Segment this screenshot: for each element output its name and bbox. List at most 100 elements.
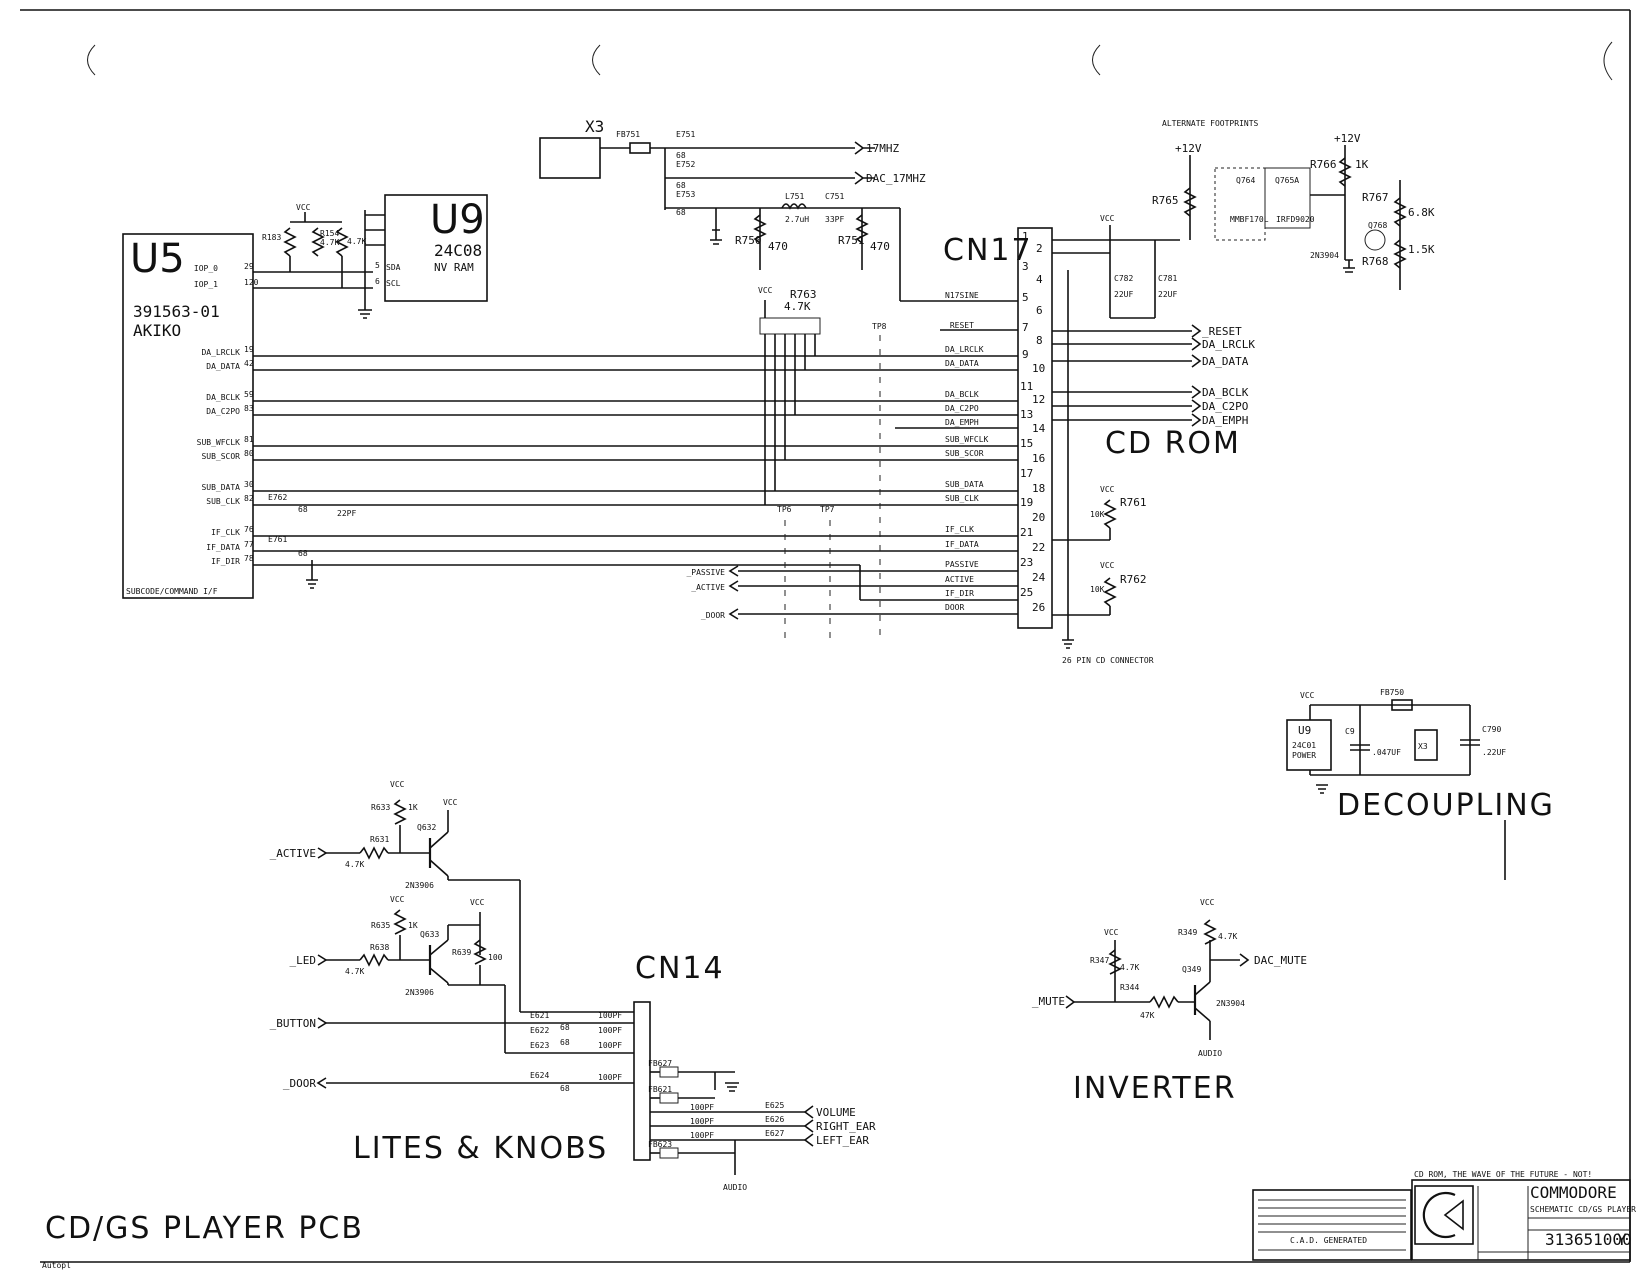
e753-label: E753 bbox=[676, 190, 695, 199]
u9-chip bbox=[384, 194, 488, 302]
cn17-title: CD ROM bbox=[1105, 426, 1241, 461]
svg-text:3: 3 bbox=[1022, 260, 1029, 273]
svg-text:24C01: 24C01 bbox=[1292, 741, 1316, 750]
out-dac-17mhz: DAC_17MHZ bbox=[866, 172, 926, 185]
r633-resistor bbox=[393, 799, 407, 825]
r762-resistor bbox=[1103, 577, 1117, 607]
l751-val: 2.7uH bbox=[785, 215, 809, 224]
svg-text:U9: U9 bbox=[1298, 724, 1311, 737]
title-block-main bbox=[1411, 1179, 1631, 1261]
svg-text:IF_DIR: IF_DIR bbox=[211, 557, 240, 566]
c782-label: C782 bbox=[1114, 274, 1133, 283]
svg-text:21: 21 bbox=[1020, 526, 1033, 539]
sig-da-c2po: DA_C2PO bbox=[945, 404, 979, 413]
svg-text:DA_C2PO: DA_C2PO bbox=[206, 407, 240, 416]
svg-text:22PF: 22PF bbox=[337, 509, 356, 518]
r638-label: R638 bbox=[370, 943, 389, 952]
sig-n17sine: N17SINE bbox=[945, 291, 979, 300]
svg-text:8: 8 bbox=[1036, 334, 1043, 347]
svg-text:76: 76 bbox=[244, 525, 254, 534]
commodore-logo-flag-icon bbox=[1443, 1199, 1464, 1231]
svg-text:SUB_WFCLK: SUB_WFCLK bbox=[197, 438, 241, 447]
u9-desc: NV RAM bbox=[434, 261, 474, 274]
svg-text:DA_DATA: DA_DATA bbox=[206, 362, 240, 371]
svg-text:IF_DATA: IF_DATA bbox=[206, 543, 240, 552]
sig-if-data: IF_DATA bbox=[945, 540, 979, 549]
cn14-outputs: VOLUME RIGHT_EAR LEFT_EAR E625 E626 E627… bbox=[650, 1101, 876, 1147]
c751-label: C751 bbox=[825, 192, 844, 201]
svg-text:VCC: VCC bbox=[1100, 561, 1115, 570]
svg-text:IF_CLK: IF_CLK bbox=[211, 528, 240, 537]
cn14-ref: CN14 bbox=[635, 951, 725, 986]
out-left-ear: LEFT_EAR bbox=[816, 1134, 869, 1147]
out-da-bclk: DA_BCLK bbox=[1202, 386, 1249, 399]
svg-text:22UF: 22UF bbox=[1158, 290, 1177, 299]
svg-text:10K: 10K bbox=[1090, 510, 1105, 519]
svg-text:10: 10 bbox=[1032, 362, 1045, 375]
svg-text:5: 5 bbox=[1022, 291, 1029, 304]
u9-power-chip bbox=[1286, 719, 1332, 771]
svg-text:22: 22 bbox=[1032, 541, 1045, 554]
dac-17mhz-port-icon bbox=[854, 171, 875, 185]
r639-label: R639 bbox=[452, 948, 471, 957]
e622-label: E622 bbox=[530, 1026, 549, 1035]
cn14-in-led: _LED bbox=[290, 954, 317, 967]
tp6-label: TP6 bbox=[777, 505, 792, 514]
r154-val: 4.7K bbox=[320, 238, 339, 247]
binder-hole-3 bbox=[1092, 44, 1101, 76]
svg-text:Q765A: Q765A bbox=[1275, 176, 1299, 185]
binder-hole-2 bbox=[592, 44, 601, 76]
sig-sub-clk: SUB_CLK bbox=[945, 494, 979, 503]
svg-text:DA_BCLK: DA_BCLK bbox=[206, 393, 240, 402]
r349-label: R349 bbox=[1178, 928, 1197, 937]
svg-text:6: 6 bbox=[375, 277, 380, 286]
r761-label: R761 bbox=[1120, 496, 1147, 509]
svg-text:2: 2 bbox=[1036, 242, 1043, 255]
r767-label: R767 bbox=[1362, 191, 1389, 204]
inverter-title: INVERTER bbox=[1073, 1071, 1237, 1106]
fb621-ferrite bbox=[659, 1092, 679, 1104]
svg-text:1K: 1K bbox=[408, 803, 418, 812]
svg-text:81: 81 bbox=[244, 435, 254, 444]
r631-resistor bbox=[359, 846, 389, 860]
r765-label: R765 bbox=[1152, 194, 1179, 207]
e762-label: E762 bbox=[268, 493, 287, 502]
c790-label: C790 bbox=[1482, 725, 1501, 734]
svg-text:19: 19 bbox=[1020, 496, 1033, 509]
svg-text:9: 9 bbox=[1022, 348, 1029, 361]
out-da-data: DA_DATA bbox=[1202, 355, 1249, 368]
alt-12v-b: +12V bbox=[1334, 132, 1361, 145]
u9-vcc-label: VCC bbox=[296, 203, 311, 212]
svg-text:VCC: VCC bbox=[758, 286, 773, 295]
svg-text:120: 120 bbox=[244, 278, 259, 287]
svg-text:VCC: VCC bbox=[390, 895, 405, 904]
sig-da-bclk: DA_BCLK bbox=[945, 390, 979, 399]
mute-input: _MUTE bbox=[1032, 995, 1065, 1008]
svg-text:1.5K: 1.5K bbox=[1408, 243, 1435, 256]
e623-label: E623 bbox=[530, 1041, 549, 1050]
cn17-output-ports: _RESET DA_LRCLK DA_DATA DA_BCLK DA_C2PO … bbox=[1052, 324, 1255, 427]
svg-text:20: 20 bbox=[1032, 511, 1045, 524]
sig-sub-wfclk: SUB_WFCLK bbox=[945, 435, 989, 444]
reset-port-icon bbox=[1191, 324, 1202, 338]
svg-text:12: 12 bbox=[1032, 393, 1045, 406]
volume-port-icon bbox=[803, 1105, 814, 1119]
u5-chip bbox=[122, 233, 254, 599]
svg-text:4: 4 bbox=[1036, 273, 1043, 286]
sig-if-clk: IF_CLK bbox=[945, 525, 974, 534]
r183-resistor bbox=[283, 227, 297, 257]
r183-label: R183 bbox=[262, 233, 281, 242]
r766-resistor bbox=[1338, 157, 1352, 187]
svg-text:80: 80 bbox=[244, 449, 254, 458]
svg-text:IOP_0: IOP_0 bbox=[194, 264, 218, 273]
q349-label: Q349 bbox=[1182, 965, 1201, 974]
svg-text:1K: 1K bbox=[408, 921, 418, 930]
r750-val: 470 bbox=[768, 240, 788, 253]
svg-text:VCC: VCC bbox=[1300, 691, 1315, 700]
